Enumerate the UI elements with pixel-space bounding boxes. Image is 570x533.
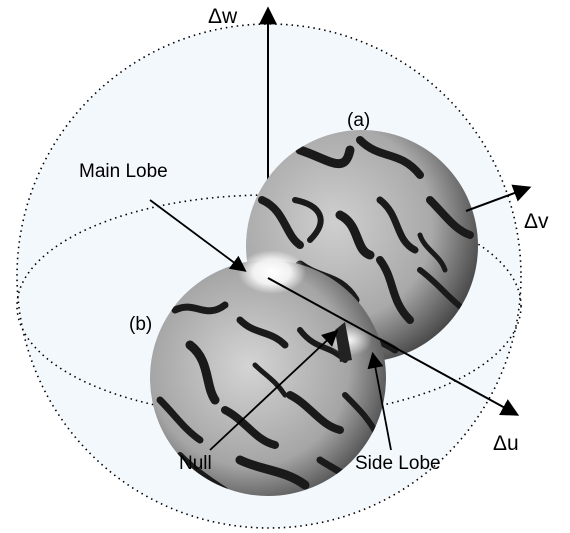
u-axis [267,277,520,416]
equator-ellipse [16,194,522,418]
sphere-b-label: (b) [129,314,152,335]
v-axis [465,184,532,212]
w-axis-label: Δw [208,5,238,28]
null-dark-notch [335,322,352,362]
main-lobe-arrow [149,199,247,272]
null-arrow [209,329,339,451]
main-lobe-label: Main Lobe [79,161,168,182]
main-lobe-highlight [238,250,306,294]
null-label: Null [179,453,212,474]
sphere-a-label: (a) [347,110,370,131]
side-lobe-label: Side Lobe [355,453,441,474]
v-axis-label: Δv [524,210,549,233]
u-axis-label: Δu [493,432,519,455]
side-lobe-arrow [367,351,392,451]
